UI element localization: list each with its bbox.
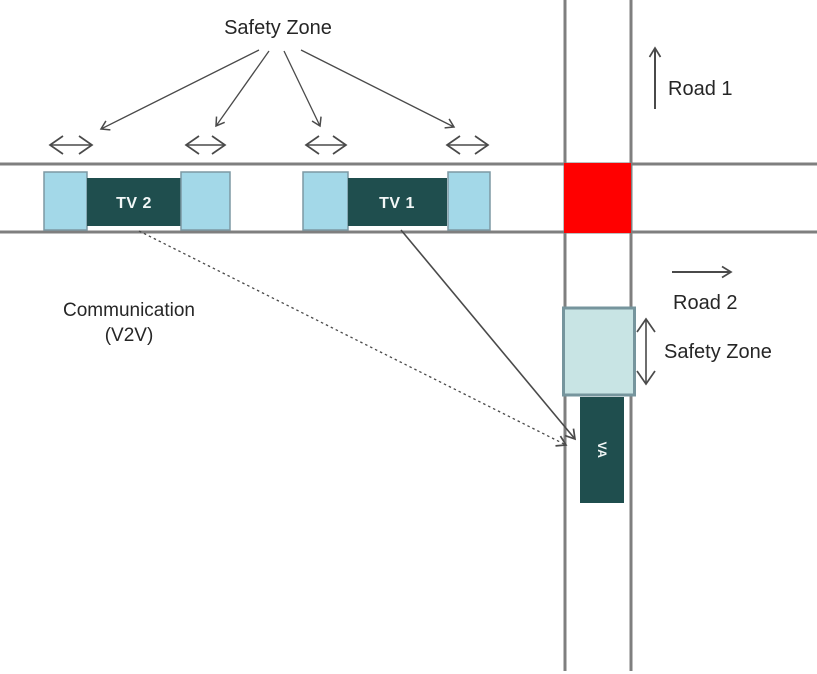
vehicle-tv1-body bbox=[348, 178, 447, 226]
vehicle-va-body bbox=[580, 397, 624, 503]
safety-zone-rear-of-tv2 bbox=[180, 171, 231, 231]
safety-zone-pointer-arrow-3 bbox=[283, 50, 322, 128]
safety-zone-front-of-tv2 bbox=[43, 171, 88, 231]
safety-zone-pointer-arrow-4 bbox=[300, 49, 456, 129]
safety-zone-rear-of-tv1 bbox=[447, 171, 491, 231]
v2v-arrow-tv1-to-va bbox=[400, 229, 577, 441]
road1-label: Road 1 bbox=[668, 78, 733, 100]
safety-zone-front-of-tv1 bbox=[302, 171, 349, 231]
road2-label: Road 2 bbox=[673, 292, 738, 314]
safety-zone-pointer-arrow-1 bbox=[99, 49, 260, 131]
v2v-arrow-tv2-to-va bbox=[138, 230, 568, 447]
safety-zone-intersection-box bbox=[562, 306, 636, 397]
safety-zone-label-intersection: Safety Zone bbox=[664, 341, 772, 363]
vehicle-va-label: VA bbox=[595, 442, 609, 459]
communication-label-line1: Communication bbox=[63, 300, 195, 321]
communication-label-line2: (V2V) bbox=[105, 325, 154, 346]
vehicle-tv2-body bbox=[87, 178, 181, 226]
vehicle-tv1-label: TV 1 bbox=[379, 195, 415, 212]
intersection-red-signal bbox=[564, 163, 631, 233]
safety-zone-pointer-arrow-2 bbox=[215, 50, 270, 128]
vehicle-tv2-label: TV 2 bbox=[116, 195, 152, 212]
safety-zone-label-top: Safety Zone bbox=[224, 17, 332, 39]
